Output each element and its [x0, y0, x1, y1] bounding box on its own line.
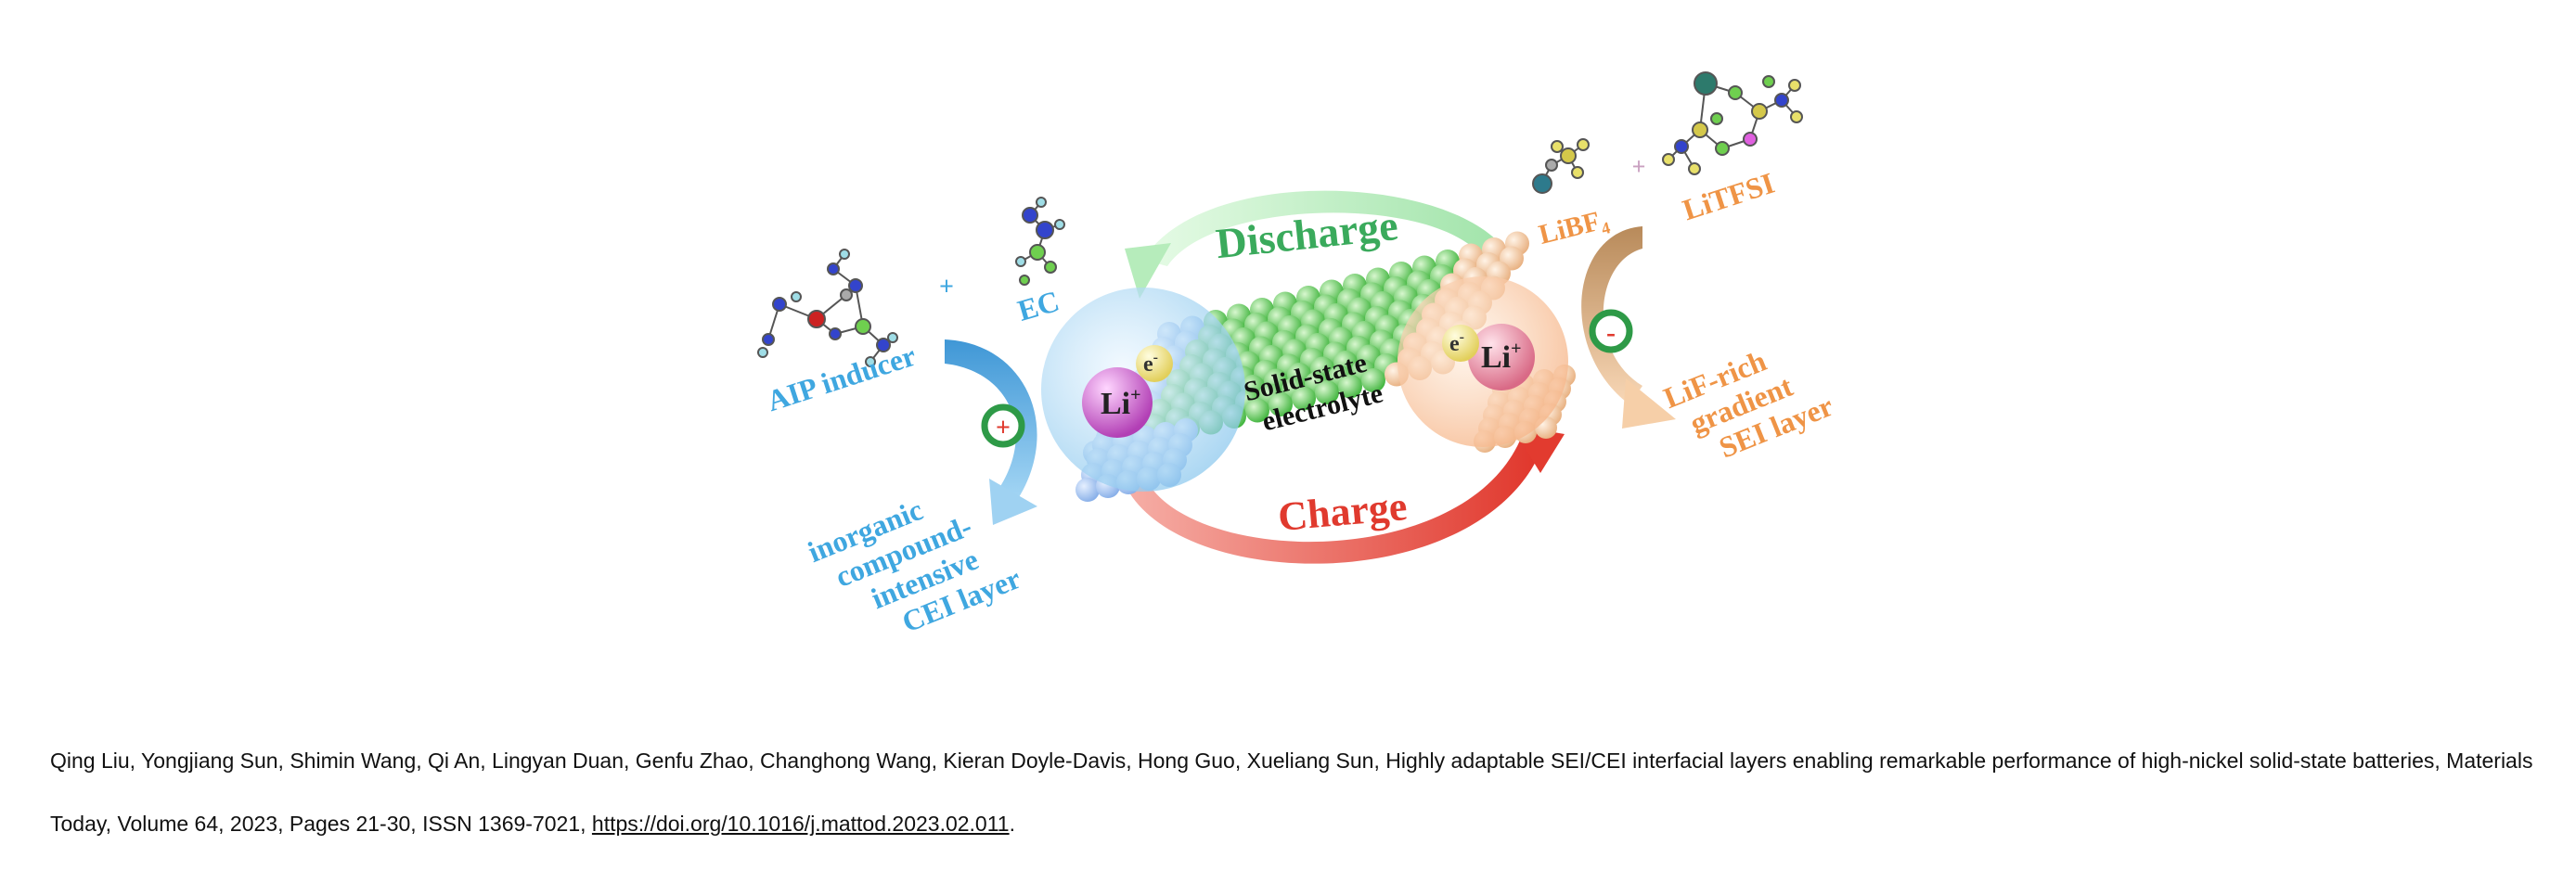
lattice-ball — [1075, 478, 1100, 502]
litfsi-molecule-icon — [1662, 71, 1803, 175]
anode-sphere: Li+ e- — [1397, 276, 1568, 447]
lattice-ball — [1361, 368, 1385, 392]
plus-sign-right: + — [1632, 153, 1646, 180]
libf4-molecule-icon — [1532, 138, 1590, 194]
doi-link[interactable]: https://doi.org/10.1016/j.mattod.2023.02… — [591, 812, 1010, 836]
electron-left — [1136, 345, 1173, 382]
svg-text:-: - — [1606, 317, 1616, 348]
lattice-ball — [1269, 392, 1293, 416]
citation-text: Qing Liu, Yongjiang Sun, Shimin Wang, Qi… — [50, 749, 2533, 836]
discharge-arrow — [1125, 190, 1514, 299]
li-ion-left-label: Li+ — [1101, 385, 1141, 421]
li-ion-right-label: Li+ — [1481, 339, 1522, 375]
ec-molecule-icon — [1015, 197, 1065, 286]
charge-label: Charge — [1276, 483, 1409, 540]
libf4-label: LiBF4 — [1536, 204, 1612, 253]
minus-badge: - — [1589, 309, 1633, 353]
anode-reaction-arrow — [1581, 226, 1676, 429]
electron-left-label: e- — [1143, 350, 1158, 377]
cathode-reaction-arrow — [945, 339, 1037, 525]
lattice-ball — [1338, 374, 1362, 399]
citation-caption: Qing Liu, Yongjiang Sun, Shimin Wang, Qi… — [50, 729, 2546, 855]
svg-text:+: + — [996, 414, 1011, 442]
sei-layer-label: LiF-rich gradient SEI layer — [1659, 343, 1838, 464]
battery-interface-diagram: Li+ e- Li+ e- Solid-state electrolyte Di… — [757, 71, 1838, 639]
plus-sign-left: + — [939, 273, 954, 301]
citation-end: . — [1009, 812, 1015, 836]
li-ion-right — [1468, 324, 1535, 390]
lattice-ball — [1245, 398, 1269, 423]
aip-inducer-molecule-icon — [757, 249, 898, 367]
lattice-ball — [1315, 380, 1339, 404]
lattice-ball — [1292, 386, 1316, 411]
cathode-sphere: Li+ e- — [1041, 288, 1245, 492]
electron-right-label: e- — [1449, 329, 1464, 356]
li-ion-left — [1082, 367, 1153, 438]
plus-badge: + — [981, 403, 1025, 448]
aip-inducer-label: AIP inducer — [763, 339, 920, 418]
ec-label: EC — [1014, 284, 1063, 327]
electron-right — [1442, 325, 1479, 362]
